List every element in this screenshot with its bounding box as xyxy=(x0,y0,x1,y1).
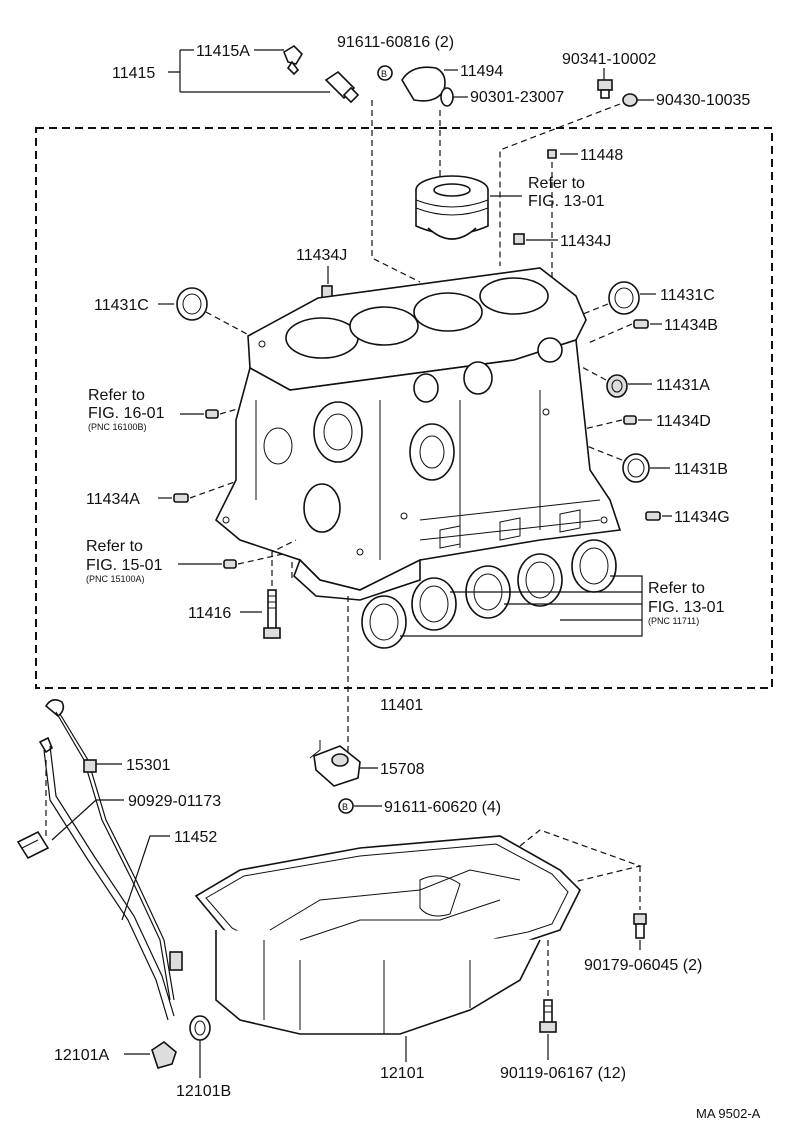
label-refer16-2: FIG. 16-01 xyxy=(88,405,165,422)
label-90179-06045: 90179-06045 (2) xyxy=(584,957,702,974)
label-11448: 11448 xyxy=(580,147,623,164)
label-11416: 11416 xyxy=(188,605,231,622)
label-11431B: 11431B xyxy=(674,461,728,478)
bolt-90119-06167 xyxy=(539,999,557,1033)
label-refer15-2: FIG. 15-01 xyxy=(86,557,163,574)
gasket-12101B xyxy=(189,1015,211,1041)
dash-11416 xyxy=(271,539,297,586)
label-refer13-1: Refer to xyxy=(648,580,705,597)
leader-11415 xyxy=(168,49,330,93)
label-90929-01173: 90929-01173 xyxy=(128,793,221,810)
leader-11452 xyxy=(121,835,170,921)
label-91611-60816: 91611-60816 (2) xyxy=(337,34,454,51)
label-refer15-3: (PNC 15100A) xyxy=(86,574,145,584)
label-90430-10035: 90430-10035 xyxy=(656,92,750,109)
oil-pressure-switch-11415A xyxy=(283,44,304,76)
pin-11448 xyxy=(547,149,557,159)
label-refer16-3: (PNC 16100B) xyxy=(88,422,147,432)
label-11434J-right: 11434J xyxy=(560,233,611,250)
label-refer15-1: Refer to xyxy=(86,538,143,555)
piston-assembly xyxy=(415,175,489,240)
label-refer13-3: (PNC 11711) xyxy=(648,616,699,626)
label-11415A: 11415A xyxy=(196,43,250,60)
clamp-90929-01173 xyxy=(16,830,50,860)
stud-bolt-11416 xyxy=(263,589,281,639)
bolt-90179-06045 xyxy=(633,913,647,939)
dowel-refer16 xyxy=(205,409,219,419)
label-11431C-right: 11431C xyxy=(660,287,715,304)
dowel-refer15 xyxy=(223,559,237,569)
label-11434B: 11434B xyxy=(664,317,718,334)
knock-sensor-15708 xyxy=(309,740,361,787)
expansion-plug-11431C-left xyxy=(176,287,208,321)
bolt-symbol-1 xyxy=(377,65,393,81)
label-11434J-left: 11434J xyxy=(296,247,347,264)
gasket-90301-23007 xyxy=(440,87,454,107)
dash-11415-to-block xyxy=(371,100,421,283)
label-11452: 11452 xyxy=(174,829,217,846)
cylinder-block-11401 xyxy=(215,267,622,601)
label-refer-piston-1: Refer to xyxy=(528,175,585,192)
dash-90341-to-block xyxy=(499,103,621,266)
oil-pan-12101 xyxy=(194,835,581,1035)
label-90301-23007: 90301-23007 xyxy=(470,89,564,106)
label-11431A: 11431A xyxy=(656,377,710,394)
label-15708: 15708 xyxy=(380,761,425,778)
grommet-15301 xyxy=(83,759,97,773)
dowel-11434D xyxy=(623,415,637,425)
label-90341-10002: 90341-10002 xyxy=(562,51,656,68)
plug-90341-10002 xyxy=(597,79,613,99)
dash-11434B xyxy=(585,323,633,345)
label-refer-piston-2: FIG. 13-01 xyxy=(528,193,605,210)
label-15301: 15301 xyxy=(126,757,171,774)
washer-90430-10035 xyxy=(622,93,638,107)
label-refer13-2: FIG. 13-01 xyxy=(648,599,725,616)
expansion-plug-11431C-right xyxy=(608,281,640,315)
dash-oilpan-right xyxy=(519,829,643,883)
label-12101A: 12101A xyxy=(54,1047,109,1064)
plug-11431A xyxy=(606,374,628,398)
plug-11431B xyxy=(622,453,650,483)
dipstick-11452 xyxy=(44,698,175,1001)
label-refer16-1: Refer to xyxy=(88,387,145,404)
label-11494: 11494 xyxy=(460,63,503,80)
label-11434D: 11434D xyxy=(656,413,711,430)
bolt-symbol-2 xyxy=(338,798,354,814)
label-91611-60620: 91611-60620 (4) xyxy=(384,799,501,816)
oil-pressure-switch-11415 xyxy=(324,70,360,104)
diagram-code: MA 9502-A xyxy=(696,1106,761,1121)
label-11434A: 11434A xyxy=(86,491,140,508)
dash-11431A xyxy=(579,365,607,381)
label-11401: 11401 xyxy=(380,697,423,714)
dowel-11434J-right xyxy=(513,233,525,245)
dowel-11434G xyxy=(645,511,661,521)
drain-plug-12101A xyxy=(151,1041,177,1069)
dash-11434A xyxy=(189,479,241,499)
label-11431C-left: 11431C xyxy=(94,297,149,314)
bolt-symbol-1-letter: B xyxy=(381,69,387,79)
dowel-11434A xyxy=(173,493,189,503)
label-11415: 11415 xyxy=(112,65,155,82)
cover-plate-11494 xyxy=(401,66,446,102)
dash-11434D xyxy=(579,419,623,431)
dowel-11434B xyxy=(633,319,649,329)
label-12101: 12101 xyxy=(380,1065,425,1082)
leader-bearings xyxy=(400,575,643,637)
label-12101B: 12101B xyxy=(176,1083,231,1100)
bolt-symbol-2-letter: B xyxy=(342,802,348,812)
dipstick-guide-15301 xyxy=(38,736,183,1021)
label-11434G: 11434G xyxy=(674,509,730,526)
leader-90929 xyxy=(51,799,124,841)
main-bearings xyxy=(361,539,617,649)
label-90119-06167: 90119-06167 (12) xyxy=(500,1065,626,1082)
